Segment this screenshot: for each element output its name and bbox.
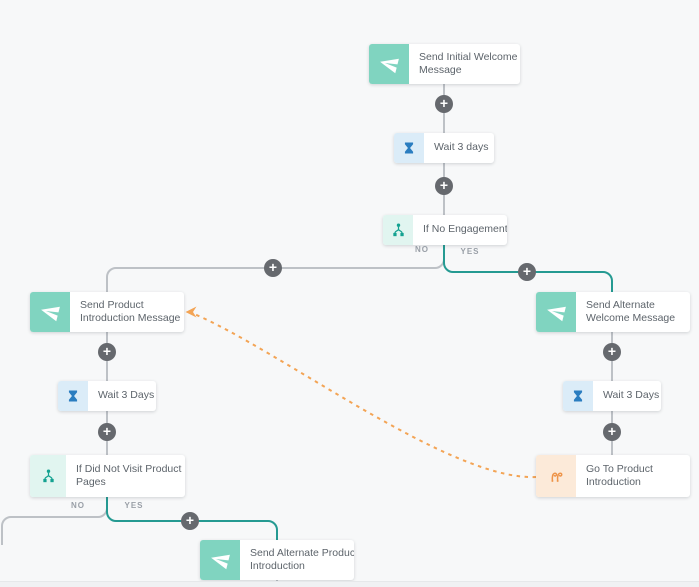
node-label: Send Alternate Product Introduction — [250, 546, 354, 573]
node-if-did-not-visit-product-pages[interactable]: If Did Not Visit Product Pages — [30, 455, 185, 497]
node-wait-3-days-left[interactable]: Wait 3 Days — [58, 381, 156, 411]
node-wait-3-days-top[interactable]: Wait 3 days — [394, 133, 494, 163]
hourglass-icon — [394, 133, 424, 163]
hourglass-icon — [563, 381, 593, 411]
branch-icon — [383, 215, 413, 245]
node-send-alternate-product-introduction[interactable]: Send Alternate Product Introduction — [200, 540, 354, 580]
node-wait-3-days-right[interactable]: Wait 3 Days — [563, 381, 661, 411]
add-step-button[interactable]: + — [603, 343, 621, 361]
send-icon — [30, 292, 70, 332]
send-icon — [369, 44, 409, 84]
branch-label-no: NO — [415, 245, 429, 254]
hourglass-icon — [58, 381, 88, 411]
node-go-to-product-introduction[interactable]: Go To Product Introduction — [536, 455, 690, 497]
node-label: If No Engagement — [423, 223, 507, 236]
node-label: Send Product Introduction Message — [80, 298, 181, 325]
add-step-button[interactable]: + — [98, 423, 116, 441]
node-label: Go To Product Introduction — [586, 462, 653, 489]
goto-dashed-connector — [191, 312, 537, 479]
add-step-button[interactable]: + — [518, 263, 536, 281]
add-step-button[interactable]: + — [435, 177, 453, 195]
node-send-product-introduction-message[interactable]: Send Product Introduction Message — [30, 292, 184, 332]
goto-icon — [536, 455, 576, 497]
branch-icon — [30, 455, 66, 497]
branch-label-yes: YES — [124, 501, 144, 510]
add-step-button[interactable]: + — [435, 95, 453, 113]
branch-label-yes: YES — [460, 247, 480, 256]
node-if-no-engagement[interactable]: If No Engagement — [383, 215, 507, 245]
branch-label-no: NO — [71, 501, 85, 510]
node-label: Wait 3 Days — [603, 389, 660, 402]
node-send-initial-welcome-message[interactable]: Send Initial Welcome Message — [369, 44, 520, 84]
send-icon — [536, 292, 576, 332]
add-step-button[interactable]: + — [603, 423, 621, 441]
node-label: Wait 3 days — [434, 141, 489, 154]
node-label: Send Initial Welcome Message — [419, 50, 518, 77]
canvas-bottom-edge — [0, 581, 699, 587]
node-send-alternate-welcome-message[interactable]: Send Alternate Welcome Message — [536, 292, 690, 332]
add-step-button[interactable]: + — [181, 512, 199, 530]
send-icon — [200, 540, 240, 580]
node-label: Wait 3 Days — [98, 389, 155, 402]
add-step-button[interactable]: + — [264, 259, 282, 277]
node-label: Send Alternate Welcome Message — [586, 298, 676, 325]
dashed-arrowhead-icon — [185, 306, 197, 318]
add-step-button[interactable]: + — [98, 343, 116, 361]
node-label: If Did Not Visit Product Pages — [76, 462, 182, 489]
